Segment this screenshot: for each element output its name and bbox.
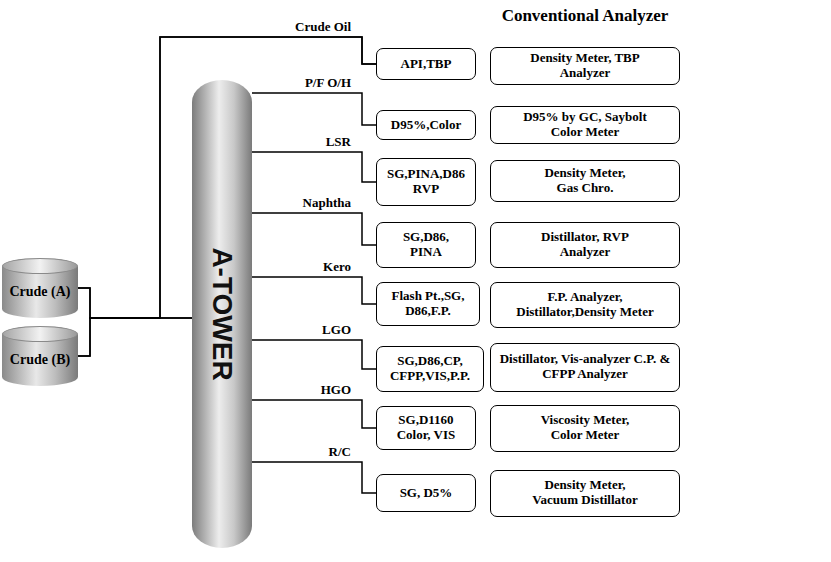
stream-line [252, 277, 376, 304]
property-box: SG,PINA,D86 RVP [376, 158, 476, 206]
stream-line [252, 213, 376, 245]
analyzer-box: Distillator, Vis-analyzer C.P. & CFPP An… [490, 343, 680, 392]
node-text: Density Meter, Vacuum Distillator [521, 478, 649, 508]
stream-line [252, 152, 376, 182]
node-text: Viscosity Meter, Color Meter [528, 413, 643, 443]
stream-line [252, 462, 376, 493]
tank-cylinder: Crude (B) [2, 326, 78, 386]
node-text: SG,D1160 Color, VIS [392, 413, 460, 443]
stream-label: Kero [322, 260, 352, 274]
stream-line [252, 340, 376, 369]
stream-label: P/F O/H [304, 76, 352, 90]
node-text: Distillator, Vis-analyzer C.P. & CFPP An… [499, 352, 671, 382]
tank-cylinder: Crude (A) [2, 258, 78, 318]
node-text: Flash Pt.,SG, D86,F.P. [382, 289, 474, 319]
tank-top [2, 258, 78, 274]
analyzer-box: Density Meter, Gas Chro. [490, 160, 680, 202]
node-text: SG,PINA,D86 RVP [384, 167, 468, 197]
stream-label: Crude Oil [294, 20, 352, 34]
node-text: API,TBP [401, 57, 452, 72]
property-box: SG,D86,CP, CFPP,VIS,P.P. [376, 346, 484, 392]
node-text: Crude (B) [10, 352, 70, 368]
analyzer-box: Density Meter, Vacuum Distillator [490, 470, 680, 517]
property-box: SG,D86, PINA [376, 222, 476, 268]
node-text: D95% by GC, Saybolt Color Meter [523, 110, 647, 140]
node-text: SG,D86, PINA [395, 230, 457, 260]
property-box: API,TBP [376, 48, 476, 80]
stream-label: R/C [328, 445, 352, 459]
analyzer-box: Distillator, RVP Analyzer [490, 222, 680, 268]
property-box: SG,D1160 Color, VIS [376, 406, 476, 450]
tank-top [2, 326, 78, 342]
stream-line [252, 400, 376, 428]
analyzer-box: Viscosity Meter, Color Meter [490, 405, 680, 452]
tower-label: A-TOWER [206, 247, 238, 380]
node-text: D95%,Color [391, 118, 461, 133]
analyzer-box: D95% by GC, Saybolt Color Meter [490, 106, 680, 144]
column-heading: Conventional Analyzer [502, 6, 669, 26]
property-box: Flash Pt.,SG, D86,F.P. [376, 282, 480, 326]
node-text: SG,D86,CP, CFPP,VIS,P.P. [382, 354, 478, 384]
node-text: Density Meter, TBP Analyzer [530, 51, 640, 81]
node-text: Crude (A) [9, 284, 70, 300]
analyzer-box: F.P. Analyzer, Distillator,Density Meter [490, 282, 680, 328]
node-text: F.P. Analyzer, Distillator,Density Meter [501, 290, 669, 320]
stream-line [78, 318, 192, 356]
property-box: SG, D5% [376, 474, 476, 512]
stream-label: HGO [320, 383, 352, 397]
stream-line [252, 93, 376, 125]
analyzer-box: Density Meter, TBP Analyzer [490, 47, 680, 85]
node-text: SG, D5% [400, 486, 453, 501]
property-box: D95%,Color [376, 110, 476, 140]
stream-label: LSR [325, 135, 352, 149]
node-text: Distillator, RVP Analyzer [535, 230, 635, 260]
stream-label: Naphtha [302, 196, 352, 210]
node-text: Density Meter, Gas Chro. [533, 166, 638, 196]
distillation-tower: A-TOWER [192, 80, 252, 548]
stream-label: LGO [321, 323, 352, 337]
stream-line [78, 288, 192, 318]
